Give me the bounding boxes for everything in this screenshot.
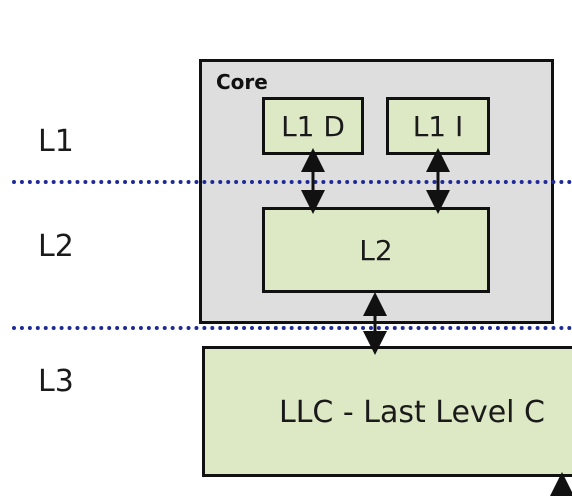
core-title: Core [216,70,268,94]
l1-instruction-cache: L1 I [386,97,490,155]
l2-cache: L2 [262,207,490,293]
llc-label: LLC - Last Level C [279,395,545,430]
last-level-cache: LLC - Last Level C [202,346,572,477]
level-label-l2: L2 [38,229,74,264]
level-label-l1: L1 [38,124,74,159]
level-divider-l2-l3 [12,326,572,330]
level-label-l3: L3 [38,364,74,399]
level-divider-l1-l2 [12,180,572,184]
